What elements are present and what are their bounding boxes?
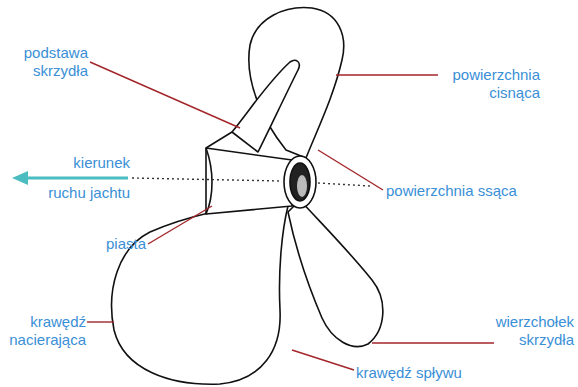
- part-label: powierzchnia cisnąca: [440, 66, 540, 102]
- part-label: wierzchołek skrzydła: [482, 313, 574, 349]
- shaft-axis: [132, 178, 370, 186]
- leader-line: [372, 342, 494, 343]
- hub-ring: [284, 156, 316, 208]
- blade: [232, 60, 299, 152]
- leader-lines: [87, 62, 494, 370]
- axis-line: [132, 178, 282, 181]
- leader-line: [148, 206, 212, 244]
- axis-line: [318, 183, 370, 186]
- shaft-bore: [290, 163, 310, 201]
- blade: [112, 200, 288, 384]
- part-label: piasta: [96, 235, 146, 253]
- leader-line: [87, 321, 114, 322]
- direction-arrow: [12, 171, 128, 185]
- blade-root: [206, 132, 232, 148]
- part-label: podstawa skrzydła: [4, 44, 88, 80]
- arrow-head: [12, 171, 28, 185]
- bore-highlight: [297, 175, 307, 197]
- hub: [206, 148, 292, 214]
- leader-line: [292, 350, 354, 370]
- blade: [288, 200, 383, 346]
- leader-line: [90, 62, 240, 128]
- direction-label: kierunek ruchu jachtu: [34, 148, 130, 208]
- part-label: powierzchnia ssąca: [386, 182, 572, 200]
- part-label: krawędź nacierająca: [4, 313, 86, 349]
- hub-edge: [206, 148, 212, 214]
- leader-line: [336, 74, 438, 75]
- propeller: [112, 8, 383, 385]
- leader-line: [318, 150, 383, 190]
- arrow-shaft: [26, 177, 128, 180]
- part-label: krawędź spływu: [356, 364, 506, 382]
